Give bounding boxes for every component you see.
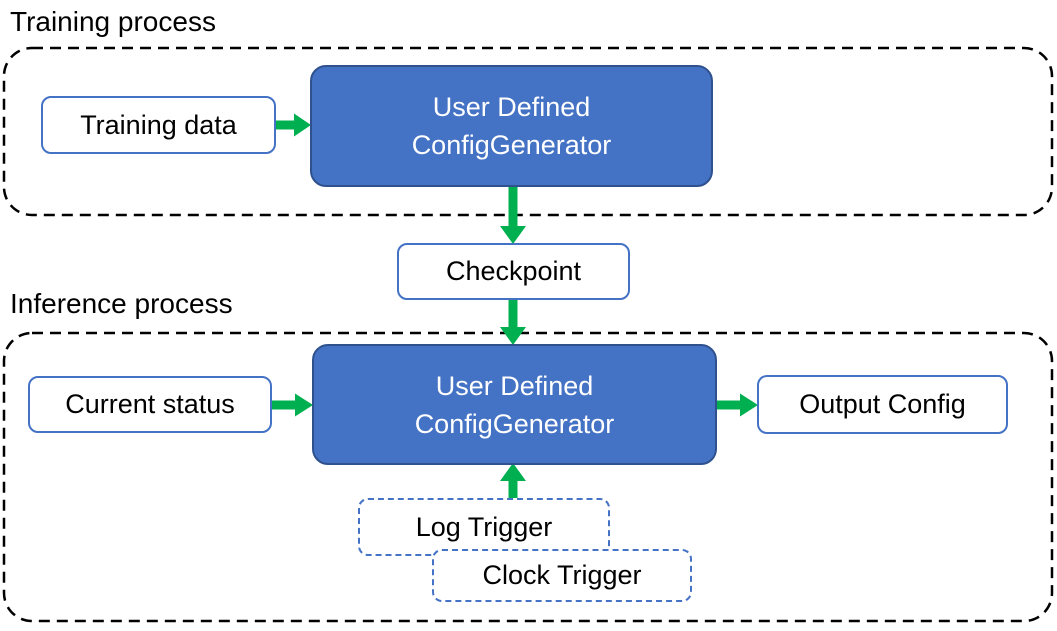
training-section-outline [2, 46, 1054, 217]
arrow-generator-to-output-config [716, 393, 758, 417]
inference-generator-line2: ConfigGenerator [414, 408, 615, 439]
training-config-generator-node: User Defined ConfigGenerator [310, 65, 713, 187]
clock-trigger-node: Clock Trigger [432, 549, 692, 602]
arrow-checkpoint-to-inference-generator [500, 299, 526, 345]
arrow-training-data-to-generator [276, 113, 311, 137]
log-trigger-node: Log Trigger [358, 498, 610, 556]
current-status-label: Current status [65, 389, 235, 419]
output-config-label: Output Config [799, 389, 966, 419]
arrow-log-trigger-to-generator [500, 463, 526, 498]
training-generator-line2: ConfigGenerator [411, 130, 612, 160]
inference-generator-line1: User Defined [435, 370, 594, 401]
training-process-label: Training process [10, 6, 216, 37]
current-status-node: Current status [28, 376, 272, 433]
clock-trigger-label: Clock Trigger [482, 560, 642, 590]
inference-config-generator-node: User Defined ConfigGenerator [312, 344, 717, 465]
checkpoint-node: Checkpoint [397, 243, 630, 300]
output-config-node: Output Config [757, 375, 1008, 434]
arrow-current-status-to-generator [272, 393, 313, 417]
training-data-label: Training data [80, 109, 237, 140]
inference-section-outline [2, 331, 1054, 623]
checkpoint-label: Checkpoint [445, 256, 582, 286]
training-data-node: Training data [41, 96, 276, 154]
inference-process-label: Inference process [10, 288, 233, 319]
training-generator-line1: User Defined [432, 92, 591, 122]
log-trigger-label: Log Trigger [415, 511, 553, 542]
arrow-generator-to-checkpoint [500, 187, 526, 244]
